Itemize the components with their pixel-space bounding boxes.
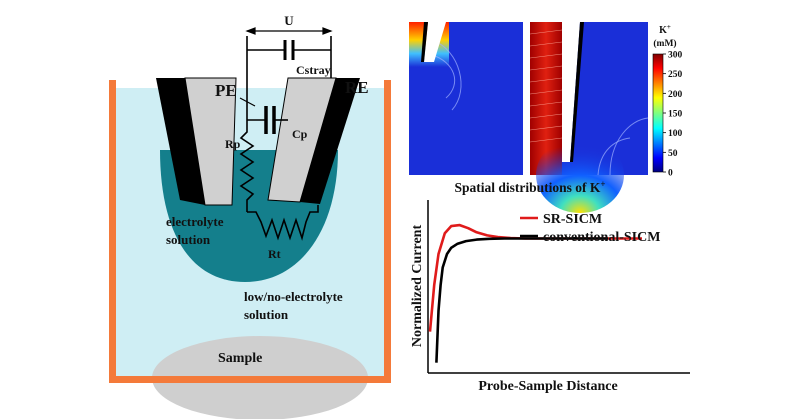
re-label: RE [345, 78, 369, 97]
re-leader [329, 91, 343, 99]
legend-label: conventional-SICM [543, 230, 660, 245]
sample-label: Sample [218, 351, 262, 366]
colorbar-tick-label: 100 [668, 129, 683, 139]
bath-container-floor [109, 376, 391, 383]
map-sr-hotspot [536, 137, 624, 213]
map-sr-band-lines [529, 29, 563, 143]
bath-container-wall [384, 80, 391, 383]
map-contour [431, 54, 456, 99]
cp-capacitor [247, 106, 288, 134]
current-plot: SR-SICM conventional-SICM Probe-Sample Di… [410, 200, 690, 394]
map-contour [431, 39, 462, 111]
colorbar-tick-label: 50 [668, 149, 678, 159]
probe-barrel-left-wall [156, 78, 205, 205]
rp-label: Rp [225, 137, 241, 151]
legend: SR-SICM conventional-SICM [520, 212, 660, 245]
colorbar-tick-label: 250 [668, 70, 683, 80]
cstray-label: Cstray [296, 63, 331, 77]
map-sr-probe-wall [570, 22, 584, 162]
colorbar-tick-label: 200 [668, 90, 683, 100]
colorbar-tick-label: 150 [668, 110, 683, 120]
voltage-dimension [245, 27, 333, 35]
plot-lines [428, 223, 642, 363]
colorbar-tick-label: 300 [668, 51, 683, 61]
rt-label: Rt [268, 247, 281, 261]
bath-label: low/no-electrolyte [244, 289, 343, 304]
legend-label: SR-SICM [543, 212, 602, 227]
circuit-top [246, 36, 332, 100]
voltage-label: U [284, 13, 294, 28]
pe-label: PE [215, 81, 237, 100]
simulation-maps: 300 250 200 150 100 50 0 K+ (mM) Spatial distr… [409, 22, 683, 213]
bath-label-2: solution [244, 307, 289, 322]
colorbar-tick-label: 0 [668, 169, 673, 179]
map-contour [609, 117, 649, 176]
series-line-conventional-sicm [435, 237, 609, 363]
probe-barrel-left-glass [184, 77, 237, 206]
sicm-schematic: U Cstray PE RE Cp Rp Rt electrolyte solu… [109, 13, 391, 419]
rt-resistor [247, 205, 319, 241]
bath-container-wall [109, 80, 116, 383]
rp-resistor [239, 100, 255, 212]
maps-caption: Spatial distributions of K+ [454, 179, 605, 195]
colorbar-unit: (mM) [653, 38, 676, 49]
map-sr-probe-glass [562, 22, 580, 162]
electrolyte-label: electrolyte [166, 214, 224, 229]
colorbar-ticks: 300 250 200 150 100 50 0 [663, 51, 683, 179]
y-axis-label: Normalized Current [410, 225, 425, 348]
map-contour [597, 137, 631, 176]
probe-barrel-right-wall [300, 78, 360, 204]
electrolyte-label-2: solution [166, 232, 211, 247]
colorbar-title: K+ [659, 23, 671, 36]
colorbar [652, 53, 664, 173]
map-probe-wall [421, 22, 428, 62]
x-axis-label: Probe-Sample Distance [478, 379, 617, 394]
map-probe-glass [424, 22, 446, 62]
cp-label: Cp [292, 127, 308, 141]
